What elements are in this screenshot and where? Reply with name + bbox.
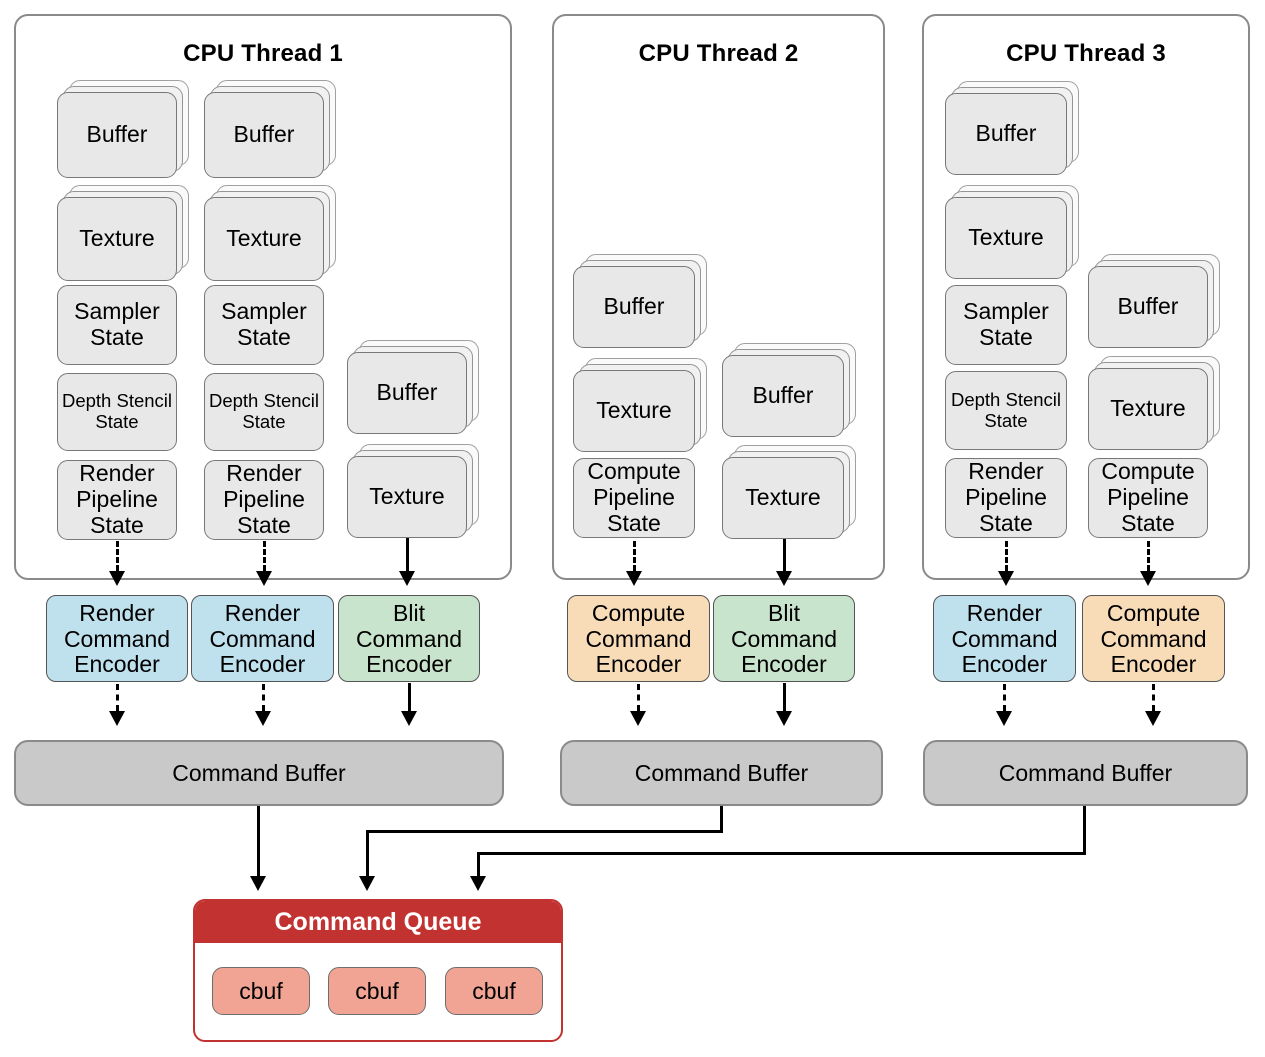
blit-command-encoder: Blit Command Encoder	[713, 595, 855, 682]
elbow-connector-segment	[365, 830, 723, 833]
arrow-head	[401, 711, 417, 726]
card-texture-stack: Texture	[945, 185, 1079, 279]
elbow-connector-segment	[365, 830, 369, 876]
card-texture: Texture	[1088, 368, 1208, 450]
arrow-head	[109, 571, 125, 586]
cpu-thread-2-title: CPU Thread 2	[638, 40, 799, 67]
card-sampler-state: Sampler State	[945, 285, 1067, 365]
command-buffer-2: Command Buffer	[560, 740, 883, 806]
arrow-head	[626, 571, 642, 586]
dashed-arrow-line	[1151, 684, 1155, 711]
arrow-head	[109, 711, 125, 726]
dashed-arrow-line	[261, 684, 265, 711]
solid-arrow-line	[256, 806, 260, 876]
render-command-encoder: Render Command Encoder	[46, 595, 188, 682]
command-buffer-1: Command Buffer	[14, 740, 504, 806]
card-texture: Texture	[57, 197, 177, 281]
card-texture: Texture	[945, 197, 1067, 279]
card-texture-stack: Texture	[1088, 356, 1220, 450]
card-texture: Texture	[204, 197, 324, 281]
card-render-pipeline-state: Render Pipeline State	[945, 458, 1067, 538]
card-compute-pipeline-state: Compute Pipeline State	[573, 458, 695, 538]
arrow-head	[1140, 571, 1156, 586]
card-texture: Texture	[347, 456, 467, 538]
card-buffer: Buffer	[945, 93, 1067, 175]
compute-command-encoder: Compute Command Encoder	[1082, 595, 1225, 682]
cbuf-chip: cbuf	[445, 967, 543, 1015]
arrow-head	[256, 571, 272, 586]
card-texture-stack: Texture	[722, 445, 856, 539]
arrow-head	[776, 711, 792, 726]
arrow-head	[470, 876, 486, 891]
card-buffer-stack: Buffer	[573, 254, 707, 348]
command-queue-title: Command Queue	[195, 901, 561, 943]
solid-arrow-line	[782, 539, 786, 571]
render-command-encoder: Render Command Encoder	[191, 595, 334, 682]
card-buffer-stack: Buffer	[722, 343, 856, 437]
solid-arrow-line	[405, 538, 409, 571]
arrow-head	[255, 711, 271, 726]
cpu-thread-3-title: CPU Thread 3	[1006, 40, 1166, 67]
card-buffer-stack: Buffer	[57, 80, 189, 178]
card-buffer-stack: Buffer	[347, 340, 479, 434]
card-buffer: Buffer	[204, 92, 324, 178]
card-buffer: Buffer	[1088, 266, 1208, 348]
solid-arrow-line	[407, 683, 411, 711]
blit-command-encoder: Blit Command Encoder	[338, 595, 480, 682]
card-texture-stack: Texture	[204, 185, 336, 281]
card-buffer: Buffer	[573, 266, 695, 348]
card-depth-stencil-state: Depth Stencil State	[204, 373, 324, 451]
arrow-head	[1145, 711, 1161, 726]
dashed-arrow-line	[1146, 541, 1150, 571]
dashed-arrow-line	[1004, 541, 1008, 571]
solid-arrow-line	[782, 683, 786, 711]
card-buffer-stack: Buffer	[1088, 254, 1220, 348]
cbuf-chip: cbuf	[328, 967, 426, 1015]
elbow-connector-segment	[1082, 806, 1086, 855]
card-buffer-stack: Buffer	[204, 80, 336, 178]
arrow-head	[776, 571, 792, 586]
arrow-head	[996, 711, 1012, 726]
card-render-pipeline-state: Render Pipeline State	[57, 460, 177, 540]
command-buffer-3: Command Buffer	[923, 740, 1248, 806]
card-buffer-stack: Buffer	[945, 81, 1079, 175]
card-compute-pipeline-state: Compute Pipeline State	[1088, 458, 1208, 538]
arrow-head	[250, 876, 266, 891]
card-texture: Texture	[573, 370, 695, 452]
dashed-arrow-line	[636, 684, 640, 711]
arrow-head	[359, 876, 375, 891]
card-depth-stencil-state: Depth Stencil State	[57, 373, 177, 451]
dashed-arrow-line	[1002, 684, 1006, 711]
cbuf-chip: cbuf	[212, 967, 310, 1015]
elbow-connector-segment	[476, 852, 480, 876]
dashed-arrow-line	[632, 541, 636, 571]
arrow-head	[399, 571, 415, 586]
card-texture-stack: Texture	[57, 185, 189, 281]
elbow-connector-segment	[476, 852, 1086, 855]
elbow-connector-segment	[719, 806, 723, 833]
dashed-arrow-line	[115, 684, 119, 711]
card-depth-stencil-state: Depth Stencil State	[945, 371, 1067, 450]
render-command-encoder: Render Command Encoder	[933, 595, 1076, 682]
cpu-thread-1-title: CPU Thread 1	[183, 40, 343, 67]
card-buffer: Buffer	[722, 355, 844, 437]
arrow-head	[630, 711, 646, 726]
card-texture: Texture	[722, 457, 844, 539]
arrow-head	[998, 571, 1014, 586]
card-buffer: Buffer	[57, 92, 177, 178]
card-render-pipeline-state: Render Pipeline State	[204, 460, 324, 540]
card-sampler-state: Sampler State	[204, 285, 324, 365]
card-buffer: Buffer	[347, 352, 467, 434]
card-texture-stack: Texture	[347, 444, 479, 538]
dashed-arrow-line	[262, 541, 266, 571]
compute-command-encoder: Compute Command Encoder	[567, 595, 710, 682]
card-sampler-state: Sampler State	[57, 285, 177, 365]
dashed-arrow-line	[115, 541, 119, 571]
command-queue: Command Queue cbuf cbuf cbuf	[193, 899, 563, 1042]
card-texture-stack: Texture	[573, 358, 707, 452]
